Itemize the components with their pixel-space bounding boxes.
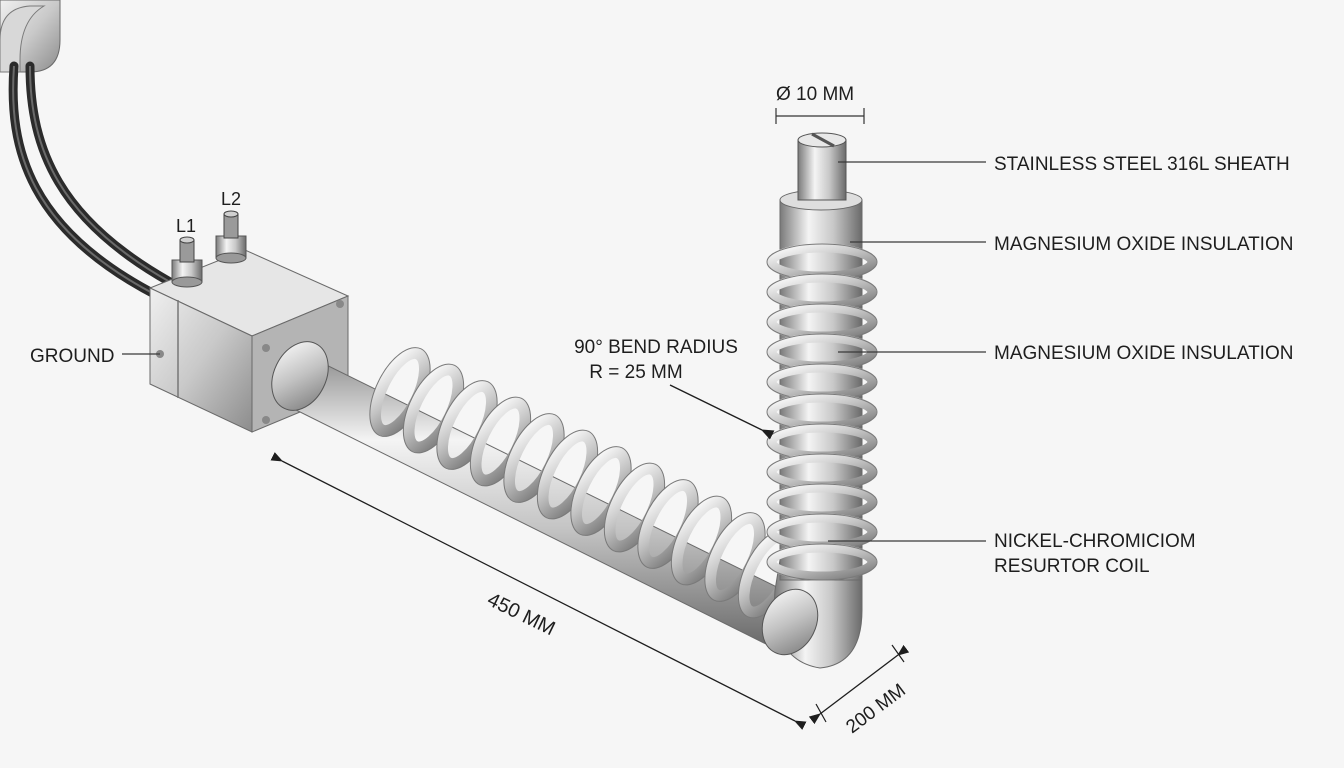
- ground-label: GROUND: [30, 346, 114, 367]
- mounting-bracket: [0, 0, 61, 73]
- terminal-post-l1: [171, 236, 203, 288]
- bend-radius-label-line2: R = 25 MM: [589, 362, 682, 383]
- horizontal-length-dimension: [270, 452, 807, 730]
- power-cables: [8, 61, 175, 301]
- coil-label-line1: NICKEL-CHROMICIOM: [994, 531, 1196, 552]
- diameter-label: Ø 10 MM: [776, 84, 854, 105]
- terminal-post-l2: [215, 210, 247, 264]
- vertical-coil-rings: [766, 243, 878, 581]
- bend-radius-label-line1: 90° BEND RADIUS: [574, 337, 738, 358]
- sheath-label: STAINLESS STEEL 316L SHEATH: [994, 154, 1290, 175]
- diameter-dimension: [775, 108, 865, 124]
- bend-radius-arrow: [669, 384, 775, 440]
- insulation-label-2: MAGNESIUM OXIDE INSULATION: [994, 343, 1293, 364]
- terminal-label-l2: L2: [221, 189, 241, 209]
- terminal-label-l1: L1: [176, 216, 196, 236]
- insulation-label-1: MAGNESIUM OXIDE INSULATION: [994, 234, 1293, 255]
- horizontal-coil-rings: [369, 347, 800, 619]
- horizontal-length-label: 450 MM: [484, 589, 559, 640]
- coil-label-line2: RESURTOR COIL: [994, 556, 1150, 577]
- vertical-length-dimension: [808, 644, 910, 725]
